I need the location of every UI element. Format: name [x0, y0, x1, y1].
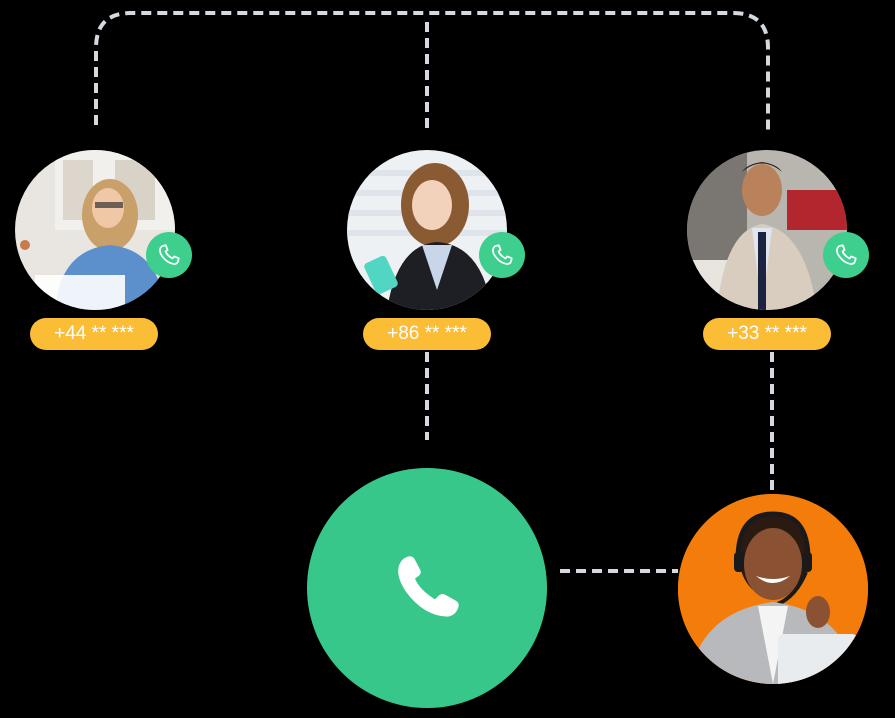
caller-avatar-fr	[687, 150, 847, 310]
man-suit-photo	[687, 150, 847, 310]
phone-icon	[836, 244, 857, 265]
call-badge-uk[interactable]	[146, 232, 192, 278]
phone-number-pill-cn: +86 ** ***	[363, 318, 491, 350]
caller-avatar-cn	[347, 150, 507, 310]
main-call-button[interactable]	[307, 468, 547, 708]
agent-headset-photo	[678, 494, 868, 684]
phone-handset-icon	[398, 556, 459, 617]
caller-avatar-uk	[15, 150, 175, 310]
woman-laptop-photo	[15, 150, 175, 310]
call-badge-fr[interactable]	[823, 232, 869, 278]
call-badge-cn[interactable]	[479, 232, 525, 278]
woman-smartphone-photo	[347, 150, 507, 310]
connector-top-loop	[94, 11, 770, 135]
phone-number-pill-uk: +44 ** ***	[30, 318, 158, 350]
phone-number-pill-fr: +33 ** ***	[703, 318, 831, 350]
agent-avatar	[678, 494, 868, 684]
phone-icon	[492, 244, 513, 265]
phone-icon	[159, 244, 180, 265]
